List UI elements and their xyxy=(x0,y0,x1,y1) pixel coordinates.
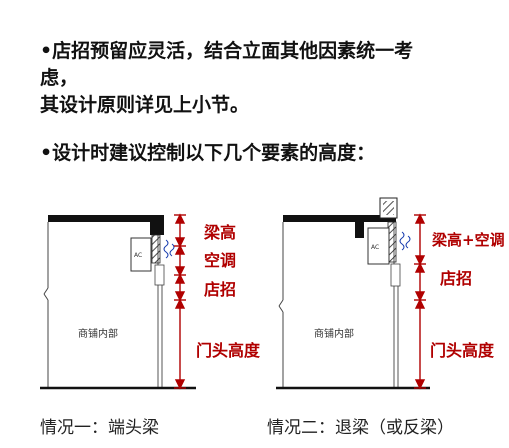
caption-right: 情况二：退梁（或反梁） xyxy=(267,418,454,438)
right-label-beam-ac: 梁高+空调 xyxy=(431,231,505,249)
left-label-ac: 空调 xyxy=(204,251,236,270)
right-wall-break xyxy=(278,299,284,307)
left-wall-break-2 xyxy=(43,293,49,301)
right-label-sign: 店招 xyxy=(440,269,472,288)
intro-line-4: •设计时建议控制以下几个要素的高度： xyxy=(40,142,376,164)
left-label-sign: 店招 xyxy=(204,280,236,299)
left-sign-box xyxy=(154,264,165,286)
left-slab xyxy=(48,215,164,222)
right-sign-box xyxy=(390,263,401,287)
intro-line-2: 虑， xyxy=(40,67,79,89)
intro-line-3: 其设计原则详见上小节。 xyxy=(40,94,250,116)
left-ac-unit xyxy=(130,237,152,272)
left-ac-wave-icon xyxy=(163,239,169,259)
left-ac-unit-label: AC xyxy=(134,252,142,259)
diagram-right: AC 梁高+空调 店招 门头高度 商铺内部 xyxy=(276,197,505,390)
left-label-interior: 商铺内部 xyxy=(78,327,118,340)
right-upturned-beam-hatch xyxy=(383,201,394,215)
right-inner-beam xyxy=(355,222,364,238)
right-ac-wave-icon-2 xyxy=(405,235,411,249)
left-label-door: 门头高度 xyxy=(196,341,261,360)
caption-left: 情况一：端头梁 xyxy=(40,418,159,438)
right-ac-wave-icon xyxy=(399,231,405,251)
left-ac-wave-icon-2 xyxy=(169,243,175,257)
left-dimension xyxy=(174,213,186,390)
right-ac-unit-label: AC xyxy=(371,244,379,251)
diagram-left: AC 梁高 空调 店招 门头高度 商铺内部 xyxy=(40,213,261,390)
right-ac-unit xyxy=(367,227,390,265)
right-wall-break-2 xyxy=(278,305,284,313)
left-beam xyxy=(150,215,164,235)
left-label-beam: 梁高 xyxy=(203,223,236,242)
right-slab xyxy=(283,215,396,222)
right-dimension xyxy=(414,213,426,390)
right-label-door: 门头高度 xyxy=(430,341,495,360)
left-hatch-column xyxy=(151,234,161,264)
left-wall-break xyxy=(43,287,49,295)
intro-line-1: •店招预留应灵活，结合立面其他因素统一考 xyxy=(40,40,414,62)
right-label-interior: 商铺内部 xyxy=(314,327,354,340)
